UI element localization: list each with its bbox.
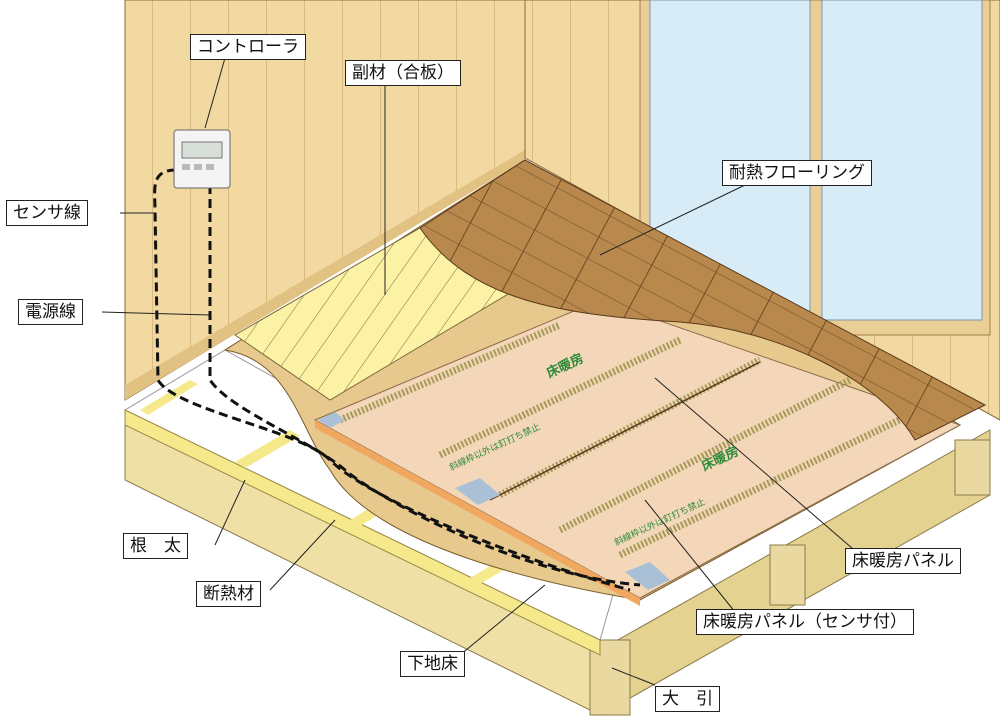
heating-panel: [313, 299, 962, 606]
sensor-wire: [153, 168, 631, 592]
label-flooring: 耐熱フローリング: [722, 160, 872, 186]
label-joist: 根 太: [123, 533, 188, 559]
label-insulation: 断熱材: [196, 581, 261, 607]
label-subfloor: 下地床: [400, 651, 465, 677]
label-sensor-wire: センサ線: [6, 200, 88, 226]
label-panel-sensor: 床暖房パネル（センサ付）: [696, 609, 914, 635]
label-panel: 床暖房パネル: [845, 548, 961, 574]
label-plywood: 副材（合板）: [345, 60, 461, 86]
label-controller: コントローラ: [190, 34, 306, 60]
beam-base: [124, 414, 991, 716]
power-wire: [208, 185, 641, 587]
label-power-wire: 電源線: [18, 299, 83, 325]
controller-device: [173, 129, 231, 189]
leader-lines: [101, 57, 861, 686]
heat-resistant-flooring: [419, 159, 987, 441]
label-beam: 大 引: [655, 686, 720, 712]
